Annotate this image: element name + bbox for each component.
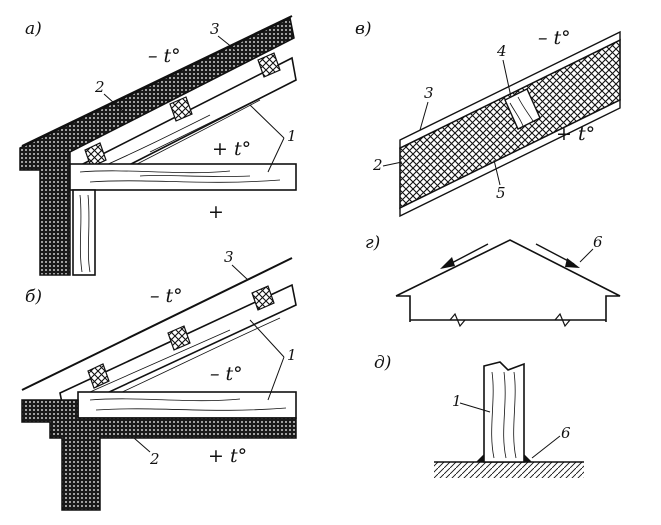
panel-a-joist bbox=[69, 163, 297, 191]
panel-b-joist bbox=[77, 391, 297, 419]
panel-v-callout-5: 5 bbox=[496, 184, 506, 202]
panel-b-leader-3 bbox=[231, 264, 249, 281]
panel-g-leader-6 bbox=[579, 248, 594, 263]
panel-b-batten-3 bbox=[251, 285, 275, 311]
panel-d-seal-right bbox=[524, 454, 532, 462]
panel-g-arrowhead-right bbox=[565, 258, 580, 268]
panel-v-leader-4 bbox=[502, 59, 512, 98]
panel-a-temp-inside: + t° bbox=[212, 138, 251, 160]
panel-b-insulation bbox=[21, 399, 297, 511]
panel-a-joist-grain bbox=[79, 170, 281, 183]
panel-d: д) 1 6 bbox=[374, 353, 584, 478]
panel-d-callout-1: 1 bbox=[452, 392, 462, 410]
panel-a-callout-2: 2 bbox=[94, 78, 105, 96]
panel-a-post-grain bbox=[79, 194, 91, 273]
panel-g: г) 6 bbox=[365, 233, 621, 328]
panel-g-arrowhead-left bbox=[440, 257, 455, 269]
panel-a-leader-3 bbox=[217, 35, 239, 53]
panel-b-roof-covering bbox=[21, 257, 293, 391]
panel-d-post-grain bbox=[491, 371, 517, 459]
panel-v-leader-3 bbox=[419, 101, 429, 131]
panel-b-leader-2 bbox=[133, 437, 151, 453]
panel-d-seal-left bbox=[476, 454, 484, 462]
panel-g-roof-outline bbox=[395, 239, 621, 322]
panel-a-leader-2 bbox=[103, 93, 125, 113]
panel-b-joist-grain bbox=[89, 398, 287, 411]
panel-a-roof-covering bbox=[21, 15, 293, 147]
panel-a-letter: а) bbox=[25, 19, 42, 39]
panel-d-callout-6: 6 bbox=[561, 424, 571, 442]
panel-v-temp-inside: + t° bbox=[556, 123, 595, 145]
panel-d-ground bbox=[434, 462, 584, 478]
panel-b: б) 3 1 2 – t° – t° + t° bbox=[21, 248, 297, 511]
panel-g-callout-6: 6 bbox=[593, 233, 603, 251]
panel-b-rafter-grain bbox=[89, 317, 281, 394]
panel-v-callout-2: 2 bbox=[372, 156, 383, 174]
panel-v-bottom-sheet bbox=[399, 98, 621, 218]
panel-a-batten-2 bbox=[169, 96, 193, 122]
panel-v-temp-outside: – t° bbox=[538, 27, 571, 49]
panel-v-leader-5 bbox=[493, 159, 501, 186]
panel-v: в) 4 3 2 5 – t° + t° bbox=[355, 19, 621, 218]
panel-v-top-sheet bbox=[399, 30, 621, 150]
panel-a-post bbox=[72, 189, 96, 276]
panel-d-leader-6 bbox=[531, 435, 561, 459]
panel-a-wall-insulation bbox=[19, 16, 295, 276]
panel-g-break-marks bbox=[449, 312, 571, 328]
panel-v-callout-4: 4 bbox=[496, 42, 507, 60]
panel-v-callout-3: 3 bbox=[424, 84, 434, 102]
panel-b-temp-outside: – t° bbox=[150, 285, 183, 307]
panel-b-callout-3: 3 bbox=[224, 248, 234, 266]
panel-d-leader-1 bbox=[459, 402, 491, 413]
panel-a-temp-room: + bbox=[208, 201, 224, 223]
panel-a: а) 3 2 1 – t° + t° + bbox=[19, 15, 297, 276]
panel-b-batten-2 bbox=[167, 325, 191, 351]
panel-a-batten-3 bbox=[257, 52, 281, 78]
panel-v-joint-grain bbox=[509, 96, 534, 127]
panel-d-letter: д) bbox=[374, 353, 391, 373]
panel-a-callout-3: 3 bbox=[210, 20, 220, 38]
panel-b-letter: б) bbox=[25, 287, 42, 307]
panel-a-callout-1: 1 bbox=[287, 127, 297, 145]
panel-b-batten-1 bbox=[87, 363, 110, 389]
panel-v-letter: в) bbox=[355, 19, 372, 39]
panel-b-leader-1 bbox=[249, 319, 285, 401]
panel-a-leader-1 bbox=[249, 104, 285, 173]
panel-g-letter: г) bbox=[365, 233, 380, 253]
panel-v-leader-2 bbox=[382, 161, 403, 167]
panel-a-batten-1 bbox=[84, 142, 107, 168]
panel-b-callout-2: 2 bbox=[149, 450, 160, 468]
panel-a-temp-outside: – t° bbox=[148, 45, 181, 67]
panel-b-temp-room: + t° bbox=[208, 445, 247, 467]
panel-b-callout-1: 1 bbox=[287, 346, 297, 364]
panel-b-temp-attic: – t° bbox=[210, 363, 243, 385]
